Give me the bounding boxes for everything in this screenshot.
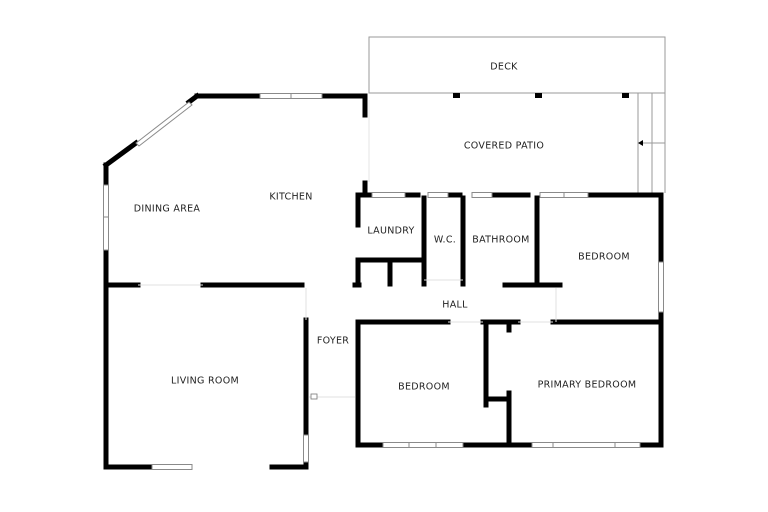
room-label-kitchen: KITCHEN bbox=[269, 191, 313, 203]
windows bbox=[103, 93, 664, 470]
room-label-bathroom: BATHROOM bbox=[472, 234, 530, 246]
room-label-dining-area: DINING AREA bbox=[133, 203, 201, 215]
room-label-deck: DECK bbox=[490, 61, 518, 73]
room-label-laundry: LAUNDRY bbox=[367, 225, 415, 237]
room-label-bedroom-east: BEDROOM bbox=[578, 251, 630, 263]
deck-outline bbox=[368, 36, 666, 193]
patio-posts bbox=[453, 93, 629, 98]
room-label-living-room: LIVING ROOM bbox=[171, 375, 239, 387]
door-hinge-icon bbox=[310, 393, 318, 400]
walls bbox=[102, 92, 664, 470]
room-label-bedroom-south: BEDROOM bbox=[398, 381, 450, 393]
room-label-covered-patio: COVERED PATIO bbox=[463, 140, 545, 152]
room-label-primary-bedroom: PRIMARY BEDROOM bbox=[537, 379, 637, 391]
room-label-hall: HALL bbox=[442, 299, 468, 311]
room-label-wc: W.C. bbox=[433, 234, 457, 246]
step-arrow-icon bbox=[638, 140, 643, 146]
room-label-foyer: FOYER bbox=[316, 335, 350, 347]
